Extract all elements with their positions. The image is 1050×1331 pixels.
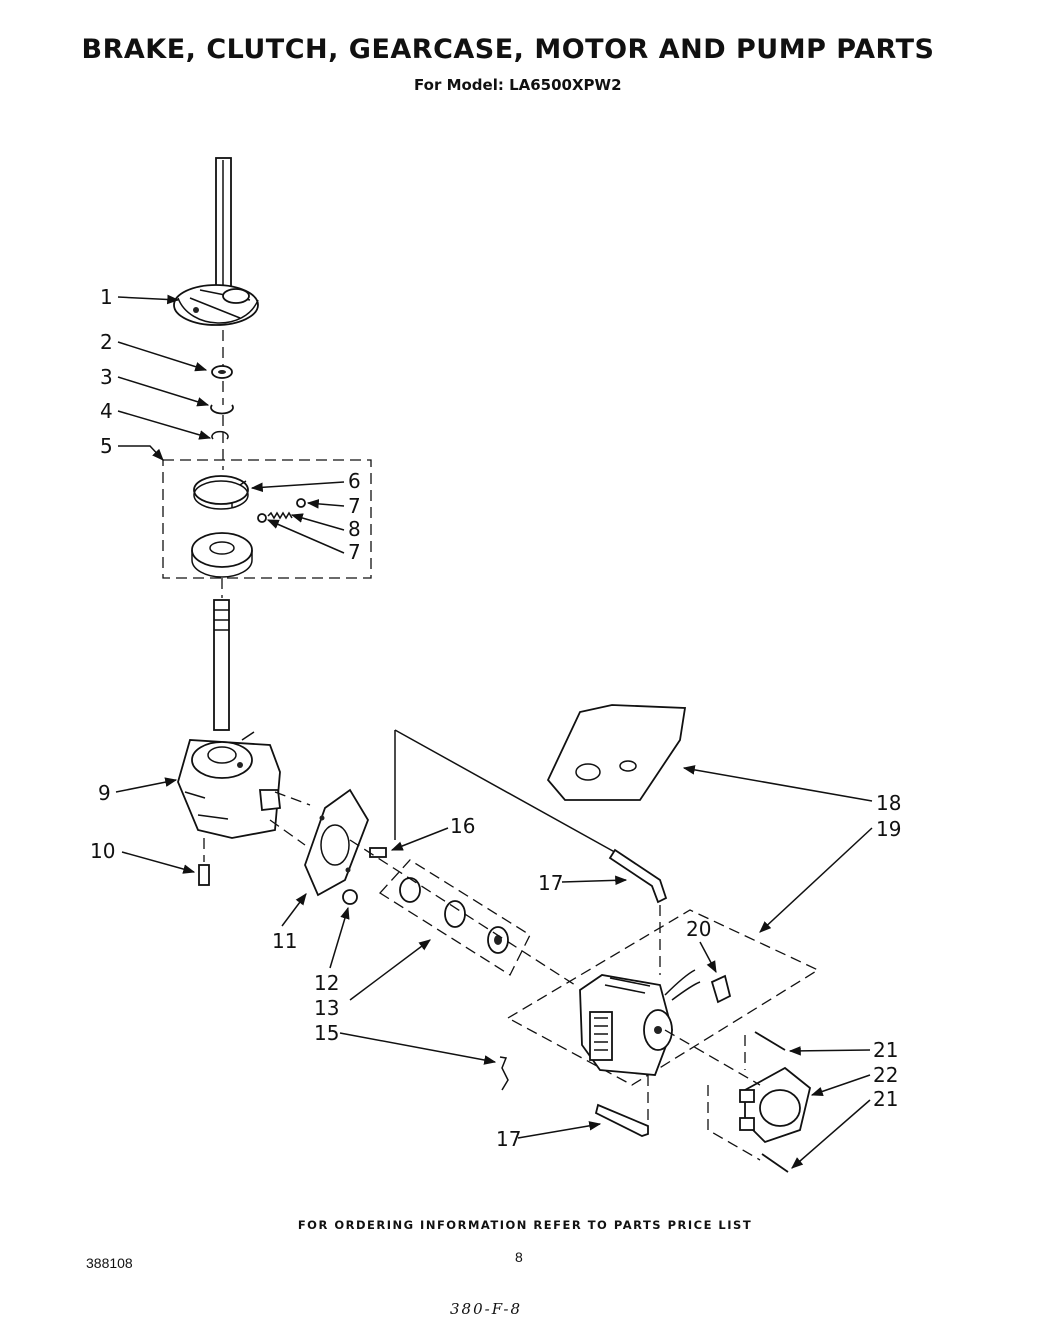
part-19-motor-box [506, 909, 820, 1086]
part-21-pin-upper [754, 1031, 786, 1051]
callout-20: 20 [686, 917, 711, 941]
callout-9: 9 [98, 781, 111, 805]
callout-16: 16 [450, 814, 475, 838]
part-1-brake-assembly [173, 284, 259, 326]
coupling-parts [399, 877, 509, 954]
part-12-nut [342, 889, 358, 905]
tie-line-diagonal [394, 729, 621, 856]
callout-7-lower: 7 [348, 540, 361, 564]
part-17-rod-top [608, 848, 668, 904]
callout-13: 13 [314, 996, 339, 1020]
callout-18: 18 [876, 791, 901, 815]
callout-10: 10 [90, 839, 115, 863]
gearcase-plate-link [269, 791, 311, 846]
ordering-info-footer: FOR ORDERING INFORMATION REFER TO PARTS … [297, 1218, 753, 1232]
callout-4: 4 [100, 399, 113, 423]
callout-1: 1 [100, 285, 113, 309]
page-title: BRAKE, CLUTCH, GEARCASE, MOTOR AND PUMP … [81, 34, 935, 65]
callout-2: 2 [100, 330, 113, 354]
part-22-pump [739, 1066, 812, 1144]
drive-axis [349, 839, 576, 986]
part-11-mounting-plate [304, 788, 369, 897]
part-5-clutch-assembly-box [162, 459, 372, 579]
part-6-clutch-band [193, 475, 249, 510]
part-15-clip [499, 1056, 509, 1091]
motor [579, 969, 701, 1076]
leader-lines [115, 294, 873, 1169]
page-number: 8 [515, 1249, 523, 1265]
callout-11: 11 [272, 929, 297, 953]
part-17-rod-bottom [594, 1103, 649, 1137]
motor-pump-axis [664, 1029, 761, 1086]
part-16-bolt [369, 847, 387, 858]
callout-8: 8 [348, 517, 361, 541]
part-7-8-spring-clips [257, 498, 306, 523]
part-13-coupling-box [378, 859, 531, 976]
callout-15: 15 [314, 1021, 339, 1045]
part-20-connector [710, 974, 732, 1004]
part-10-screw [198, 838, 210, 886]
part-3-spring-washer [210, 404, 234, 415]
callout-21-upper: 21 [873, 1038, 898, 1062]
washer-hole [218, 370, 226, 374]
part-4-retaining-ring [211, 430, 229, 440]
document-number: 388108 [86, 1255, 133, 1271]
drive-shaft [213, 578, 230, 731]
callout-7-upper: 7 [348, 494, 361, 518]
callout-22: 22 [873, 1063, 898, 1087]
callout-3: 3 [100, 365, 113, 389]
handwritten-note: 380-F-8 [450, 1300, 523, 1318]
part-18-pad [546, 704, 687, 801]
callout-17-upper: 17 [538, 871, 563, 895]
part-9-gearcase [177, 731, 281, 839]
callout-5: 5 [100, 434, 113, 458]
callout-19: 19 [876, 817, 901, 841]
part-21-pin-lower [761, 1153, 789, 1173]
callout-17-lower: 17 [496, 1127, 521, 1151]
callout-12: 12 [314, 971, 339, 995]
model-subtitle: For Model: LA6500XPW2 [414, 76, 622, 94]
clutch-drum [191, 532, 253, 578]
callout-21-lower: 21 [873, 1087, 898, 1111]
pump-guides [707, 1035, 761, 1161]
callout-6: 6 [348, 469, 361, 493]
brake-shaft [215, 157, 232, 470]
